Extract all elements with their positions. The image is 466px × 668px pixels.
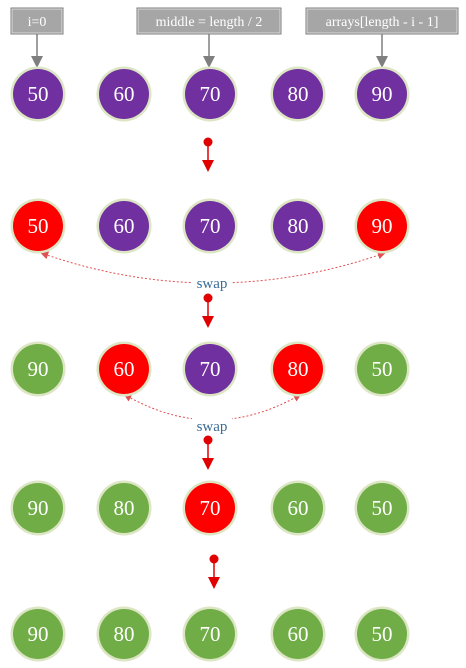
array-node: 60 xyxy=(96,198,152,254)
array-node: 90 xyxy=(10,341,66,397)
array-node-value: 50 xyxy=(372,622,393,646)
array-node: 50 xyxy=(10,198,66,254)
array-node-value: 50 xyxy=(28,214,49,238)
pointer-middle-label: middle = length / 2 xyxy=(156,15,263,30)
step-arrow xyxy=(208,554,220,589)
array-node: 80 xyxy=(270,341,326,397)
swap-label: swap xyxy=(197,419,228,435)
array-node: 70 xyxy=(182,198,238,254)
array-node-value: 80 xyxy=(114,622,135,646)
array-node: 50 xyxy=(10,66,66,122)
array-node: 90 xyxy=(10,606,66,662)
array-node-value: 50 xyxy=(28,82,49,106)
swap-connector-1: swap xyxy=(40,251,386,292)
array-node-value: 50 xyxy=(372,357,393,381)
array-node-value: 80 xyxy=(288,214,309,238)
array-row-1: 50 60 70 80 90 xyxy=(10,66,410,122)
array-node-value: 60 xyxy=(114,214,135,238)
array-node: 50 xyxy=(354,341,410,397)
step-arrow xyxy=(202,293,214,328)
array-node: 80 xyxy=(270,198,326,254)
array-node: 60 xyxy=(270,480,326,536)
array-node-value: 60 xyxy=(114,82,135,106)
array-node: 80 xyxy=(270,66,326,122)
array-node-value: 60 xyxy=(288,496,309,520)
array-node: 70 xyxy=(182,66,238,122)
array-node: 70 xyxy=(182,480,238,536)
array-row-2: 50 60 70 80 90 xyxy=(10,198,410,254)
pointer-last: arrays[length - i - 1] xyxy=(305,7,459,68)
array-node: 90 xyxy=(10,480,66,536)
array-node-value: 80 xyxy=(114,496,135,520)
array-node-value: 80 xyxy=(288,82,309,106)
pointer-last-label: arrays[length - i - 1] xyxy=(326,15,439,30)
array-node-value: 50 xyxy=(372,496,393,520)
array-node-value: 70 xyxy=(200,496,221,520)
array-node-value: 60 xyxy=(114,357,135,381)
array-node-value: 60 xyxy=(288,622,309,646)
step-arrow xyxy=(202,435,214,470)
array-row-4: 90 80 70 60 50 xyxy=(10,480,410,536)
pointer-middle: middle = length / 2 xyxy=(136,7,282,68)
array-node: 60 xyxy=(96,66,152,122)
array-node-value: 90 xyxy=(372,214,393,238)
array-node-value: 70 xyxy=(200,622,221,646)
swap-connector-2: swap xyxy=(123,394,302,435)
step-arrow xyxy=(202,137,214,172)
swap-label: swap xyxy=(197,276,228,292)
array-node: 80 xyxy=(96,606,152,662)
array-node-value: 90 xyxy=(28,622,49,646)
array-node-value: 80 xyxy=(288,357,309,381)
array-node: 70 xyxy=(182,341,238,397)
array-node: 60 xyxy=(270,606,326,662)
array-row-3: 90 60 70 80 50 xyxy=(10,341,410,397)
array-node-value: 70 xyxy=(200,214,221,238)
array-node: 80 xyxy=(96,480,152,536)
array-node: 90 xyxy=(354,198,410,254)
array-node: 60 xyxy=(96,341,152,397)
pointer-i: i=0 xyxy=(10,7,64,68)
array-node-value: 90 xyxy=(28,357,49,381)
array-node-value: 70 xyxy=(200,82,221,106)
array-node: 50 xyxy=(354,480,410,536)
array-node: 70 xyxy=(182,606,238,662)
array-node: 50 xyxy=(354,606,410,662)
array-row-5: 90 80 70 60 50 xyxy=(10,606,410,662)
array-node-value: 90 xyxy=(28,496,49,520)
pointer-i-label: i=0 xyxy=(28,15,47,30)
array-node: 90 xyxy=(354,66,410,122)
array-node-value: 90 xyxy=(372,82,393,106)
array-node-value: 70 xyxy=(200,357,221,381)
